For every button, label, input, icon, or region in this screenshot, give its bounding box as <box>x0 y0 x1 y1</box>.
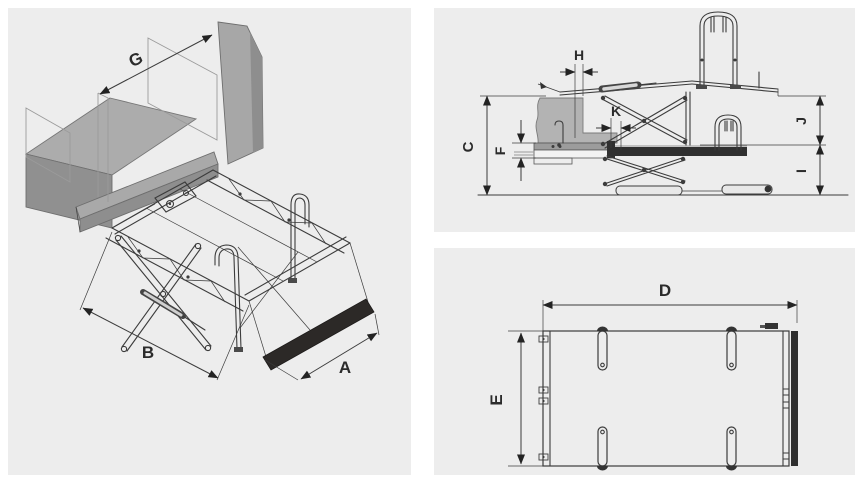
handrail-slots <box>597 326 737 471</box>
dim-label-d: D <box>659 281 671 300</box>
platform-plan-outline <box>542 330 798 467</box>
dim-label-e: E <box>487 394 506 405</box>
dimension-a: A <box>264 313 380 381</box>
dim-label-j: J <box>793 117 809 125</box>
plan-view-drawing: D E <box>487 281 798 471</box>
dimension-d: D <box>542 281 798 331</box>
dimension-g: G <box>99 34 213 95</box>
dimension-c: C <box>460 95 491 196</box>
platform-frame <box>105 169 351 312</box>
dimension-i: I <box>793 144 824 196</box>
scissor-side-view <box>600 91 773 196</box>
raised-platform-deck <box>537 71 779 96</box>
dimension-k: K <box>596 103 636 150</box>
dim-label-a: A <box>339 358 351 377</box>
plan-view-panel: D E <box>434 248 855 475</box>
backrest-panel <box>217 21 264 165</box>
side-view-panel: C F H <box>434 8 855 232</box>
dimension-h: H <box>560 47 598 138</box>
hydraulic-cylinder <box>140 289 206 331</box>
dimension-j: J <box>793 95 824 146</box>
truck-body-block <box>535 97 618 144</box>
sill-strip <box>75 151 219 233</box>
rear-handrail <box>288 193 310 283</box>
isometric-view-panel: G <box>8 8 411 475</box>
dimension-f: F <box>492 120 536 181</box>
dim-label-c: C <box>460 141 477 152</box>
bumper-bar-plan <box>791 331 798 466</box>
lowered-platform-bar <box>612 147 747 156</box>
bumper-bar <box>262 298 375 371</box>
dim-label-i: I <box>793 169 809 173</box>
upper-handrail <box>696 11 741 89</box>
dimension-e: E <box>487 330 543 467</box>
isometric-view-drawing: G <box>24 21 380 381</box>
dim-label-g: G <box>126 48 146 71</box>
side-view-drawing: C F H <box>460 11 849 196</box>
latch-fitting <box>765 323 778 329</box>
reference-lines <box>477 95 849 196</box>
hinge-details <box>538 323 790 461</box>
lower-handrail <box>714 114 742 151</box>
dim-label-h: H <box>574 47 584 63</box>
dimension-b: B <box>79 231 250 381</box>
dim-label-k: K <box>611 103 621 119</box>
sill-plate <box>514 120 613 165</box>
dim-label-f: F <box>492 146 508 155</box>
platform-flap <box>248 242 375 371</box>
dim-label-b: B <box>142 343 154 362</box>
front-handrail <box>214 244 243 352</box>
